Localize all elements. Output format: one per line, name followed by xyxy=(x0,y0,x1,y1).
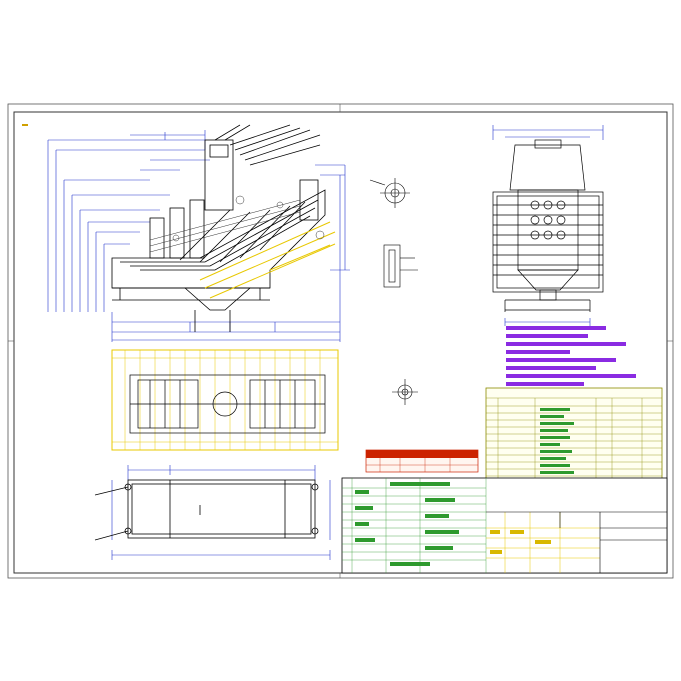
revision-table xyxy=(365,449,479,473)
sheet-frame xyxy=(7,103,674,579)
screen-body-outline xyxy=(111,124,326,332)
note-annotations xyxy=(506,326,636,386)
detail-views xyxy=(369,178,418,405)
end-view xyxy=(492,125,636,386)
base-frame-view xyxy=(94,465,331,560)
discharge-chute-highlight xyxy=(199,221,336,299)
screen-deck-detail xyxy=(149,195,325,253)
title-block xyxy=(341,477,668,574)
elevation-dimension-lines xyxy=(47,130,350,342)
plan-view xyxy=(111,349,339,451)
side-elevation-view xyxy=(47,124,350,342)
drawing-title-label xyxy=(22,124,28,126)
